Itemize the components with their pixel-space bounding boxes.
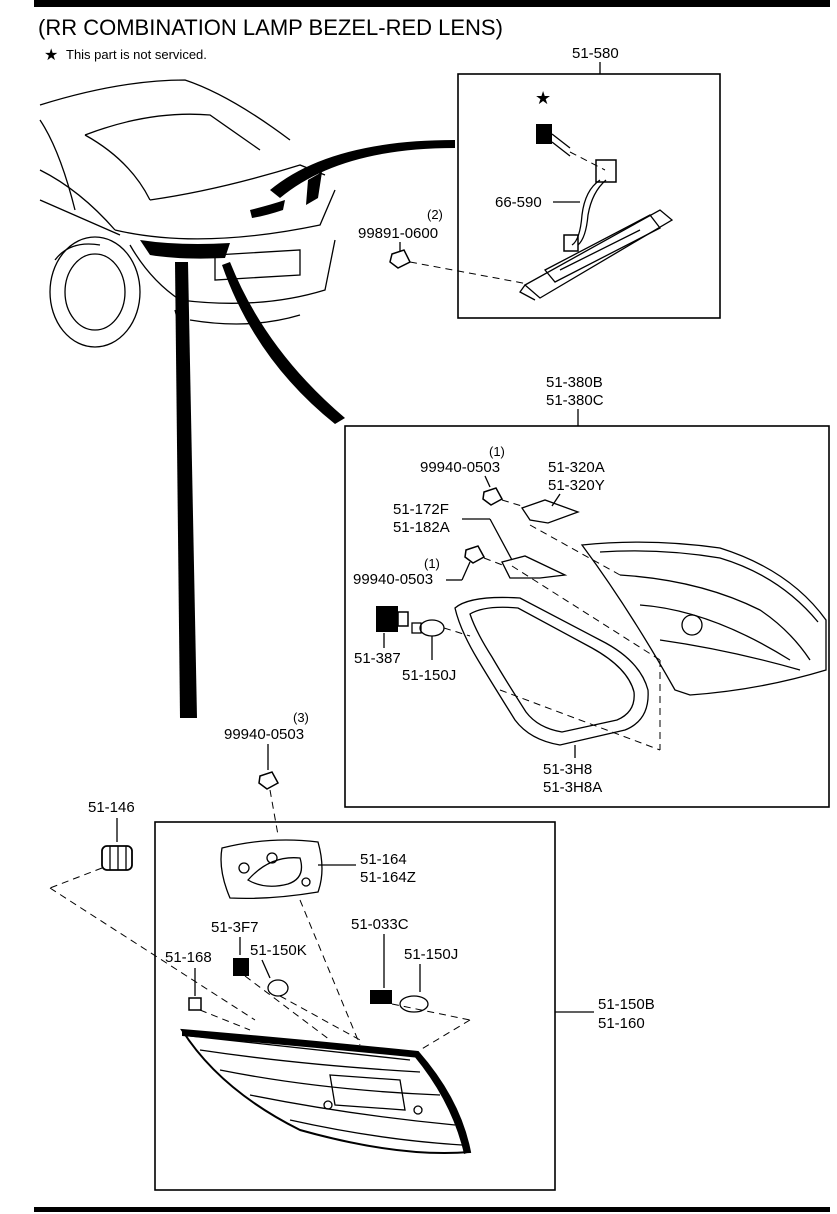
rear-combination-lamp-icon xyxy=(180,1028,472,1155)
part-51-150j-b-label: 51-150J xyxy=(404,946,458,963)
box-51-580 xyxy=(457,73,721,319)
box-51-380 xyxy=(344,425,830,808)
part-51-3h8-label: 51-3H8 xyxy=(543,761,592,778)
diagram-title: (RR COMBINATION LAMP BEZEL-RED LENS) xyxy=(38,15,503,40)
high-mount-stop-lamp-icon xyxy=(519,209,674,301)
star-icon: ★ xyxy=(44,47,58,64)
part-51-320a-label: 51-320A xyxy=(548,459,605,476)
part-51-150j-label: 51-150J xyxy=(402,667,456,684)
part-51-164-label: 51-164 xyxy=(360,851,407,868)
socket-51-033c-icon xyxy=(370,990,392,1004)
nut-icon xyxy=(464,545,486,564)
car-rear-illustration xyxy=(39,79,455,718)
part-51-033c-label: 51-033C xyxy=(351,916,409,933)
bolt-icon xyxy=(536,124,571,157)
nut-icon xyxy=(389,249,412,269)
part-51-172f-label: 51-172F xyxy=(393,501,449,518)
part-51-387-label: 51-387 xyxy=(354,650,401,667)
part-51-150k-label: 51-150K xyxy=(250,942,307,959)
bulb-51-150j-icon xyxy=(399,995,429,1013)
socket-51-146-icon xyxy=(101,845,133,871)
socket-51-3f7-icon xyxy=(233,958,249,976)
bulb-51-150k-icon xyxy=(267,979,289,997)
part-51-150b-label: 51-150B xyxy=(598,996,655,1013)
part-99940-0503-b-label: 99940-0503 xyxy=(353,571,433,588)
part-99940-b-qty: (1) xyxy=(424,556,440,571)
lamp-housing-gasket-icon xyxy=(454,596,649,746)
part-99891-qty: (2) xyxy=(427,207,443,222)
clip-51-168-icon xyxy=(188,997,202,1011)
nut-icon xyxy=(482,487,504,506)
star-icon: ★ xyxy=(535,88,551,108)
gasket-51-164-icon xyxy=(220,839,323,900)
box-51-150b xyxy=(154,821,556,1191)
top-rule xyxy=(34,0,830,7)
bulb-socket-51-387-icon xyxy=(376,606,409,632)
part-51-164z-label: 51-164Z xyxy=(360,869,416,886)
bottom-rule xyxy=(34,1207,830,1212)
not-serviced-note: This part is not serviced. xyxy=(66,47,207,62)
part-51-320y-label: 51-320Y xyxy=(548,477,605,494)
nut-icon xyxy=(258,771,280,790)
bracket-51-320-icon xyxy=(520,499,580,524)
part-51-168-label: 51-168 xyxy=(165,949,212,966)
part-99940-0503-c-label: 99940-0503 xyxy=(224,726,304,743)
part-99940-c-qty: (3) xyxy=(293,710,309,725)
part-99891-0600-label: 99891-0600 xyxy=(358,225,438,242)
wire-harness-icon xyxy=(563,159,617,252)
bulb-51-150j-icon xyxy=(411,619,445,637)
part-51-3h8a-label: 51-3H8A xyxy=(543,779,602,796)
bracket-51-172-icon xyxy=(501,555,568,579)
part-51-380c-label: 51-380C xyxy=(546,392,604,409)
part-66-590-label: 66-590 xyxy=(495,194,542,211)
part-51-3f7-label: 51-3F7 xyxy=(211,919,259,936)
part-51-182a-label: 51-182A xyxy=(393,519,450,536)
part-99940-0503-a-label: 99940-0503 xyxy=(420,459,500,476)
part-51-580-label: 51-580 xyxy=(572,45,619,62)
part-51-380b-label: 51-380B xyxy=(546,374,603,391)
inner-lamp-lens-icon xyxy=(580,541,827,696)
part-51-160-label: 51-160 xyxy=(598,1015,645,1032)
part-99940-a-qty: (1) xyxy=(489,444,505,459)
part-51-146-label: 51-146 xyxy=(88,799,135,816)
